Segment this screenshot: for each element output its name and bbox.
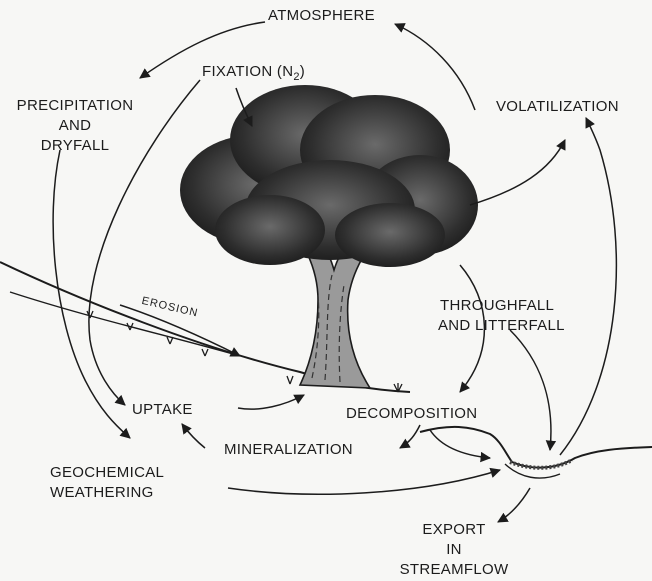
label-precipitation-line3: DRYFALL	[40, 137, 110, 154]
arrow-atmosphere-to-precipitation	[139, 21, 266, 79]
label-fixation-close: )	[299, 63, 306, 80]
label-export-line2: IN	[446, 541, 462, 558]
stream-bank	[419, 425, 652, 469]
label-throughfall-line2: AND LITTERFALL	[438, 317, 565, 334]
arrow-fixation-to-tree	[235, 87, 253, 127]
label-fixation: FIXATION (N2)	[202, 62, 305, 87]
arrow-decomposition-to-mineralization	[399, 424, 421, 449]
label-export-in-streamflow: EXPORT IN STREAMFLOW	[394, 520, 514, 580]
tree-canopy	[180, 85, 478, 267]
label-export-line1: EXPORT	[422, 521, 486, 538]
label-precipitation-line2: AND	[58, 117, 92, 134]
label-decomposition: DECOMPOSITION	[346, 405, 478, 422]
arrow-throughfall-to-decomposition	[459, 264, 486, 393]
label-atmosphere: ATMOSPHERE	[268, 7, 375, 24]
arrow-litterfall-to-stream	[509, 329, 557, 452]
label-mineralization: MINERALIZATION	[224, 441, 353, 458]
label-geochemical-weathering: GEOCHEMICAL WEATHERING	[50, 463, 164, 503]
arrow-volatilization-to-atmosphere	[394, 23, 476, 111]
arrow-stream-to-volatilization	[559, 117, 618, 456]
arrow-mineralization-to-uptake	[181, 423, 206, 449]
arrow-stream-to-export	[497, 487, 531, 523]
label-precipitation-and-dryfall: PRECIPITATION AND DRYFALL	[10, 96, 140, 156]
label-throughfall-line1: THROUGHFALL	[440, 297, 555, 314]
hillside-upper-line	[9, 291, 241, 357]
grass-tufts	[86, 310, 403, 393]
label-export-line3: STREAMFLOW	[399, 561, 509, 578]
label-geochemical-line2: WEATHERING	[50, 484, 154, 501]
label-volatilization: VOLATILIZATION	[496, 98, 619, 115]
arrow-tree-to-volatilization	[469, 139, 566, 206]
label-precipitation-line1: PRECIPITATION	[16, 97, 134, 114]
label-fixation-text: FIXATION (N	[202, 63, 294, 80]
arrow-decomposition-to-stream	[429, 429, 492, 463]
arrow-fixation-to-uptake	[88, 79, 201, 406]
tree-trunk	[288, 219, 388, 389]
label-geochemical-line1: GEOCHEMICAL	[50, 464, 165, 481]
arrow-erosion	[119, 304, 241, 357]
stream-water	[509, 458, 574, 470]
arrow-geochemical-to-stream	[227, 467, 502, 495]
label-throughfall-and-litterfall: THROUGHFALL AND LITTERFALL	[438, 296, 565, 336]
label-uptake: UPTAKE	[132, 401, 193, 418]
label-fixation-subscript: 2	[293, 71, 300, 83]
arrow-uptake-to-tree	[237, 394, 305, 410]
arrow-precipitation-down	[52, 149, 131, 439]
tree-trunk-texture	[311, 274, 345, 383]
stream-bed	[504, 463, 561, 479]
